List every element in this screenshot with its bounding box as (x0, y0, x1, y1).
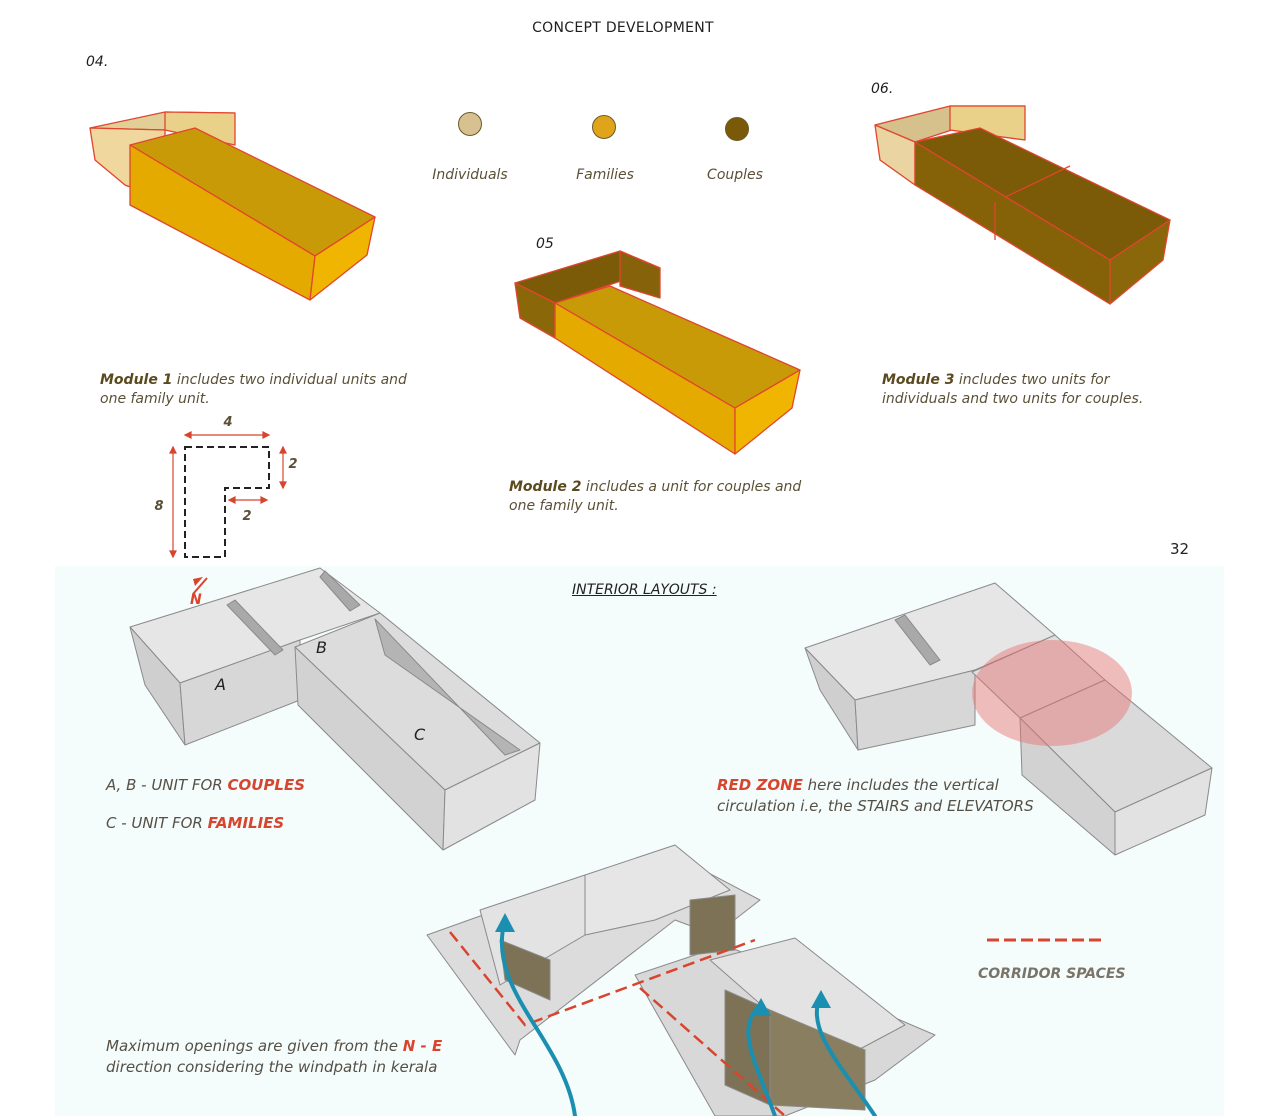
legend-item-couples (725, 117, 749, 141)
openings-highlight: N - E (402, 1037, 443, 1055)
module-3-text: includes two units for individuals and t… (882, 372, 1144, 407)
dimension-diagram: 4 2 2 8 (154, 415, 298, 559)
module-3-caption: Module 3 includes two units for individu… (882, 371, 1172, 409)
module-3-diagram (874, 105, 1171, 305)
couples-swatch (725, 117, 749, 141)
module-3-number: 06. (871, 81, 894, 97)
red-zone-highlight (972, 640, 1132, 746)
individuals-swatch (458, 112, 482, 136)
units-families-line: C - UNIT FOR FAMILIES (106, 813, 284, 834)
legend-label-individuals: Individuals (432, 167, 508, 183)
dim-top-label: 4 (222, 415, 232, 430)
dim-inner-label: 2 (242, 509, 251, 524)
interior-heading: INTERIOR LAYOUTS : (572, 582, 717, 598)
red-zone-text-2: circulation i.e, the STAIRS and ELEVATOR… (717, 797, 1034, 815)
module-1-name: Module 1 (100, 372, 173, 388)
compass-icon: N (190, 577, 208, 608)
legend-item-individuals (458, 112, 482, 136)
module-1-number: 04. (86, 54, 109, 70)
red-zone-caption: RED ZONE here includes the vertical circ… (717, 775, 1137, 817)
page-title: CONCEPT DEVELOPMENT (532, 20, 714, 36)
red-zone-text-1: here includes the vertical (802, 776, 999, 794)
interior-layout-left: A B C (129, 567, 541, 851)
dim-left-label: 8 (154, 499, 163, 514)
room-label-a: A (214, 675, 226, 694)
room-label-c: C (414, 725, 426, 744)
legend-item-families (592, 115, 616, 139)
wind-path-diagram (426, 844, 936, 1116)
module-1-diagram (89, 111, 376, 301)
openings-caption: Maximum openings are given from the N - … (106, 1036, 526, 1078)
room-label-b: B (316, 638, 327, 657)
compass-label: N (190, 592, 202, 608)
module-2-text: includes a unit for couples and one fami… (509, 479, 802, 514)
legend-label-couples: Couples (707, 167, 763, 183)
openings-text-2: direction considering the windpath in ke… (106, 1058, 438, 1076)
module-2-caption: Module 2 includes a unit for couples and… (509, 478, 819, 516)
units-families-highlight: FAMILIES (207, 814, 285, 832)
units-families-prefix: C - UNIT FOR (106, 814, 208, 832)
red-zone-highlight-text: RED ZONE (717, 776, 803, 794)
corridor-legend-line (987, 938, 1105, 942)
interior-layout-right (804, 582, 1213, 856)
page-number: 32 (1170, 540, 1190, 558)
corridor-label: CORRIDOR SPACES (978, 966, 1126, 982)
module-1-text: includes two individual units and one fa… (100, 372, 407, 407)
families-swatch (592, 115, 616, 139)
units-couples-line: A, B - UNIT FOR COUPLES (106, 775, 305, 796)
units-couples-highlight: COUPLES (227, 776, 306, 794)
units-couples-prefix: A, B - UNIT FOR (106, 776, 228, 794)
module-1-caption: Module 1 includes two individual units a… (100, 371, 420, 409)
module-2-number: 05 (536, 236, 554, 252)
module-2-name: Module 2 (509, 479, 582, 495)
openings-prefix: Maximum openings are given from the (106, 1037, 403, 1055)
legend-label-families: Families (576, 167, 634, 183)
module-2-diagram (514, 250, 801, 455)
module-3-name: Module 3 (882, 372, 955, 388)
dim-right-label: 2 (288, 457, 297, 472)
